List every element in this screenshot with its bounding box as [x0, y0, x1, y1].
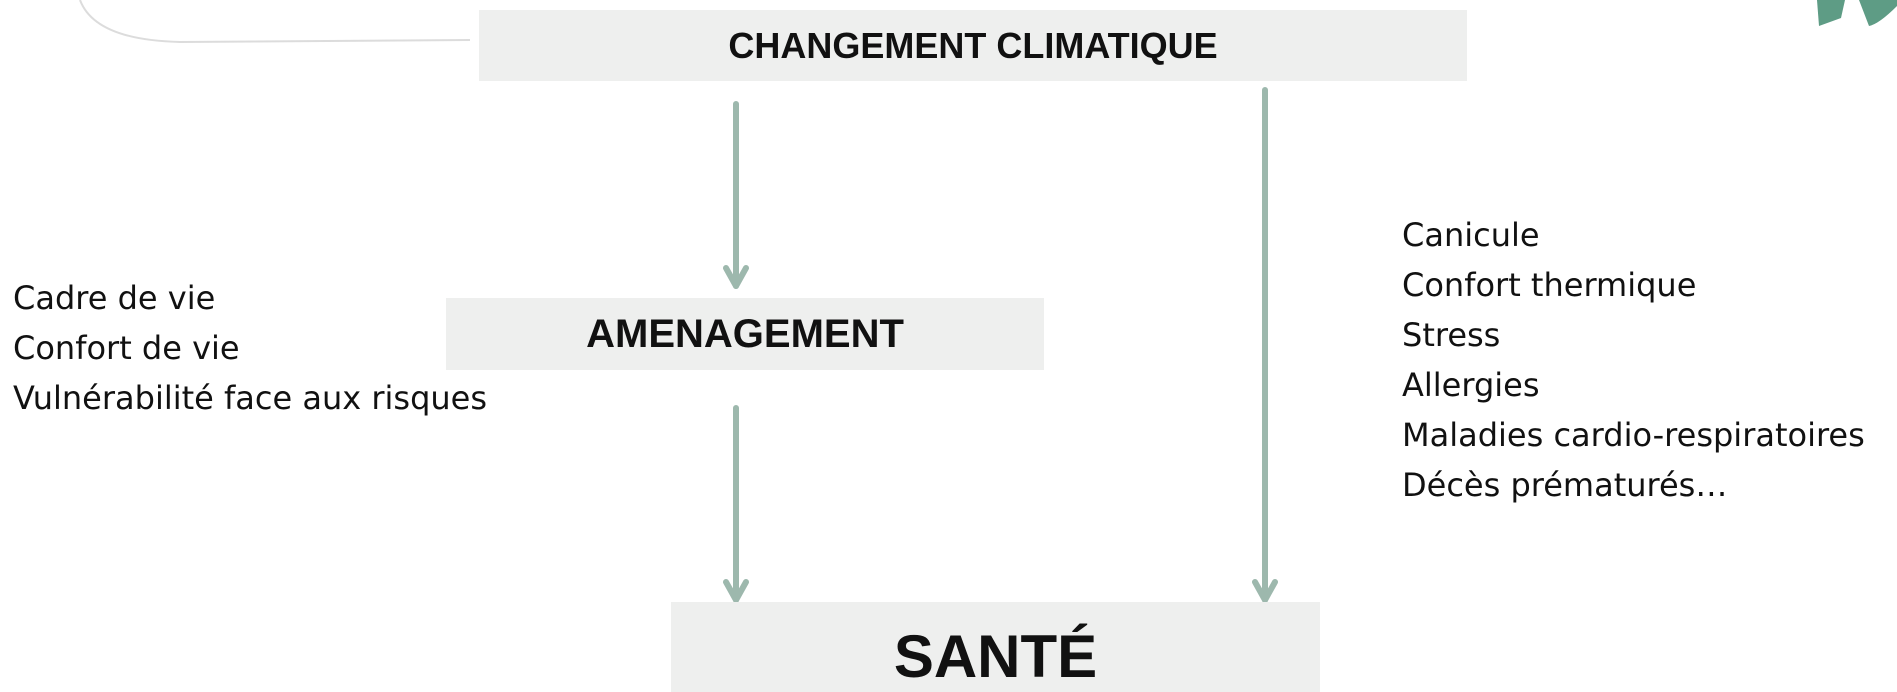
arrow-top-to-sante [1252, 87, 1278, 603]
list-item: Confort thermique [1402, 266, 1697, 304]
list-item: Maladies cardio-respiratoires [1402, 416, 1865, 454]
health-effects-list: Canicule Confort thermique Stress Allerg… [1402, 210, 1865, 510]
amenagement-effects-list: Cadre de vie Confort de vie Vulnérabilit… [13, 273, 487, 423]
list-item: Décès prématurés… [1402, 466, 1728, 504]
list-item: Confort de vie [13, 329, 240, 367]
amenagement-box: AMENAGEMENT [446, 298, 1044, 370]
sante-label: SANTÉ [893, 623, 1098, 690]
arrow-top-to-amenagement [723, 101, 749, 289]
logo-fragment-icon [1817, 0, 1897, 26]
changement-climatique-label: CHANGEMENT CLIMATIQUE [728, 24, 1218, 66]
list-item: Canicule [1402, 216, 1540, 254]
list-item: Vulnérabilité face aux risques [13, 379, 488, 417]
list-item: Allergies [1402, 366, 1540, 404]
amenagement-label: AMENAGEMENT [586, 311, 904, 356]
changement-climatique-box: CHANGEMENT CLIMATIQUE [479, 10, 1467, 81]
list-item: Cadre de vie [13, 279, 216, 317]
arrow-amenagement-to-sante [723, 405, 749, 603]
sante-box: SANTÉ [671, 602, 1320, 692]
list-item: Stress [1402, 316, 1501, 354]
decorative-swoosh-left [79, 0, 471, 44]
